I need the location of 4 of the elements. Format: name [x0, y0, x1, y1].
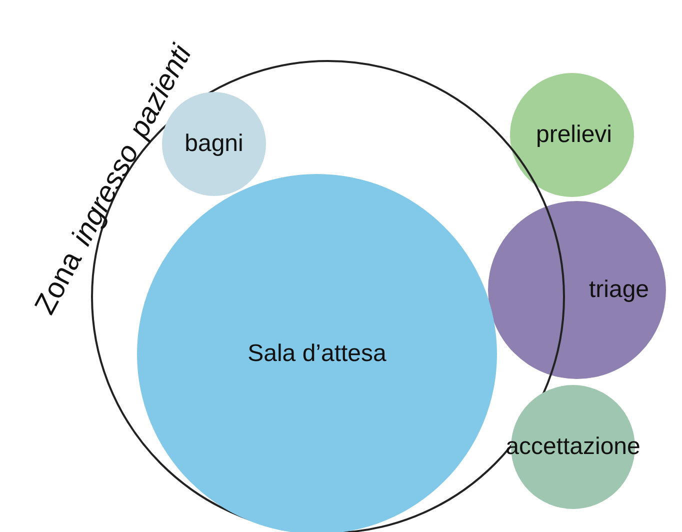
- room-label: prelievi: [536, 121, 612, 149]
- room-label: Sala d’attesa: [248, 340, 386, 368]
- room-label: accettazione: [506, 433, 640, 461]
- room-label: triage: [588, 276, 650, 304]
